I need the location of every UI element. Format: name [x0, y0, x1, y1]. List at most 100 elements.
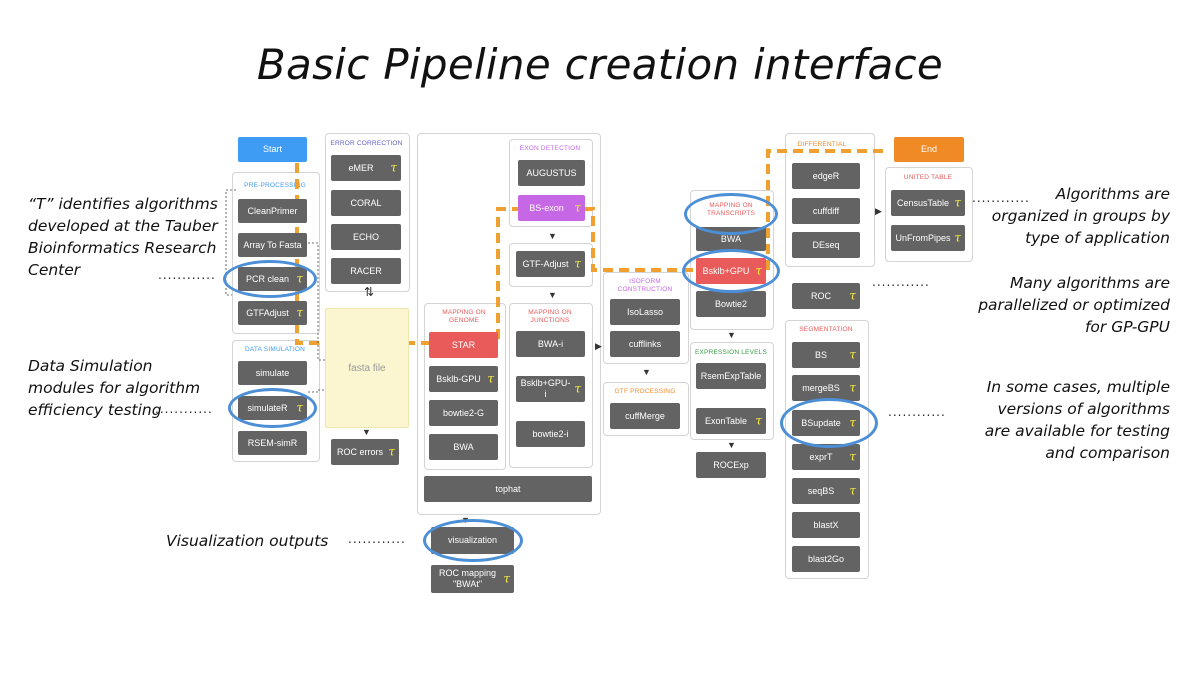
- annotation-data-sim-line: efficiency testing: [28, 401, 162, 419]
- node-bwa-genome[interactable]: BWA: [429, 434, 498, 460]
- node-blastx[interactable]: blastX: [792, 512, 860, 538]
- highlight-bsklb-gpu: [682, 249, 780, 293]
- node-cuffdiff[interactable]: cuffdiff: [792, 198, 860, 224]
- node-roc-label: ROC: [811, 290, 831, 301]
- tauber-t-icon: τ: [390, 160, 397, 175]
- header-mapping-genome: MAPPING ON GENOME: [442, 309, 486, 324]
- tauber-t-icon: τ: [388, 444, 395, 459]
- annotation-groups: Algorithms are organized in groups by ty…: [960, 183, 1170, 249]
- tauber-t-icon: τ: [574, 256, 581, 271]
- annotation-data-sim-line: modules for algorithm: [28, 379, 201, 397]
- highlight-bsupdate: [780, 398, 878, 448]
- annotation-tauber-line: developed at the Tauber: [28, 217, 218, 235]
- header-segmentation: SEGMENTATION: [799, 326, 853, 333]
- annotation-parallel: Many algorithms are parallelized or opti…: [960, 272, 1170, 338]
- node-simulate[interactable]: simulate: [238, 361, 307, 385]
- header-isoform: ISOFORM CONSTRUCTION: [617, 278, 673, 293]
- node-roc-mapping[interactable]: ROC mapping"BWAt"τ: [431, 565, 514, 593]
- node-roc-mapping-line2: "BWAt": [452, 579, 483, 589]
- tauber-t-icon: τ: [849, 347, 856, 362]
- header-error-correction: ERROR CORRECTION: [330, 140, 403, 147]
- annotation-versions-line: are available for testing: [984, 422, 1170, 440]
- node-fasta-file[interactable]: fasta file: [325, 308, 409, 428]
- node-bowtie2[interactable]: Bowtie2: [696, 291, 766, 317]
- node-star[interactable]: STAR: [429, 332, 498, 358]
- updown-arrow-icon: ⇅: [364, 285, 375, 299]
- annotation-parallel-line: Many algorithms are: [1009, 274, 1170, 292]
- node-cufflinks[interactable]: cufflinks: [610, 331, 680, 357]
- tauber-t-icon: τ: [755, 413, 762, 428]
- node-isolasso[interactable]: IsoLasso: [610, 299, 680, 325]
- node-bowtie2-g[interactable]: bowtie2-G: [429, 400, 498, 426]
- tauber-t-icon: τ: [574, 381, 581, 396]
- node-gtf-adjust-label: GTF-Adjust: [522, 258, 569, 269]
- tauber-t-icon: τ: [296, 305, 303, 320]
- header-united-table: UNITED TABLE: [903, 174, 953, 181]
- node-exprt-label: exprT: [809, 451, 833, 462]
- node-edger[interactable]: edgeR: [792, 163, 860, 189]
- node-augustus[interactable]: AUGUSTUS: [518, 160, 585, 186]
- end-node[interactable]: End: [894, 137, 964, 162]
- highlight-pcr-clean: [223, 260, 317, 298]
- node-unfrompipes-label: UnFromPipes: [895, 232, 951, 243]
- node-exprt[interactable]: exprT τ: [792, 444, 860, 470]
- node-rsemexptable[interactable]: RsemExpTable: [696, 363, 766, 389]
- highlight-simulater: [228, 388, 317, 428]
- tauber-t-icon: τ: [574, 200, 581, 215]
- annotation-parallel-line: for GP-GPU: [1084, 318, 1170, 336]
- dotted-leader: ............: [888, 405, 946, 419]
- annotation-tauber-line: Bioinformatics Research: [28, 239, 217, 257]
- node-gtfadjust-label: GTFAdjust: [246, 307, 289, 318]
- annotation-versions-line: versions of algorithms: [997, 400, 1170, 418]
- annotation-data-sim-line: Data Simulation: [28, 357, 153, 375]
- node-gtf-adjust[interactable]: GTF-Adjust τ: [516, 251, 585, 277]
- node-bsklb-gpu-i-label: Bsklb+GPU-i: [520, 378, 571, 399]
- down-arrow-icon: ▼: [642, 367, 651, 377]
- node-coral[interactable]: CORAL: [331, 190, 401, 216]
- annotation-versions-line: and comparison: [1045, 444, 1170, 462]
- header-expression-levels: EXPRESSION LEVELS: [694, 349, 768, 356]
- tauber-t-icon: τ: [849, 483, 856, 498]
- annotation-data-simulation: Data Simulation modules for algorithm ef…: [28, 355, 228, 421]
- node-racer[interactable]: RACER: [331, 258, 401, 284]
- node-mergebs[interactable]: mergeBS τ: [792, 375, 860, 401]
- node-deseq[interactable]: DEseq: [792, 232, 860, 258]
- node-array-to-fasta[interactable]: Array To Fasta: [238, 233, 307, 257]
- node-echo[interactable]: ECHO: [331, 224, 401, 250]
- dotted-leader: ............: [158, 268, 216, 282]
- node-cuffmerge[interactable]: cuffMerge: [610, 403, 680, 429]
- node-bwa-i[interactable]: BWA-i: [516, 331, 585, 357]
- node-blast2go[interactable]: blast2Go: [792, 546, 860, 572]
- slide-title: Basic Pipeline creation interface: [256, 40, 944, 89]
- right-arrow-icon: ▶: [595, 341, 602, 351]
- header-mapping-junctions: MAPPING ON JUNCTIONS: [528, 309, 572, 324]
- tauber-t-icon: τ: [849, 449, 856, 464]
- header-exon-detection: EXON DETECTION: [519, 145, 581, 152]
- node-mergebs-label: mergeBS: [802, 382, 840, 393]
- node-bowtie2-i[interactable]: bowtie2-i: [516, 421, 585, 447]
- annotation-tauber-line: “T” identifies algorithms: [28, 195, 218, 213]
- start-node[interactable]: Start: [238, 137, 307, 162]
- node-rocexp[interactable]: ROCExp: [696, 452, 766, 478]
- annotation-parallel-line: parallelized or optimized: [978, 296, 1170, 314]
- dotted-leader: ............: [972, 191, 1030, 205]
- annotation-visualization: Visualization outputs: [166, 532, 329, 550]
- node-cleanprimer[interactable]: CleanPrimer: [238, 199, 307, 223]
- tauber-t-icon: τ: [849, 380, 856, 395]
- node-rsem-simr[interactable]: RSEM-simR: [238, 431, 307, 455]
- dotted-connectors: [225, 189, 327, 393]
- node-tophat[interactable]: tophat: [424, 476, 592, 502]
- node-gtfadjust[interactable]: GTFAdjust τ: [238, 301, 307, 325]
- dotted-leader: ............: [155, 402, 213, 416]
